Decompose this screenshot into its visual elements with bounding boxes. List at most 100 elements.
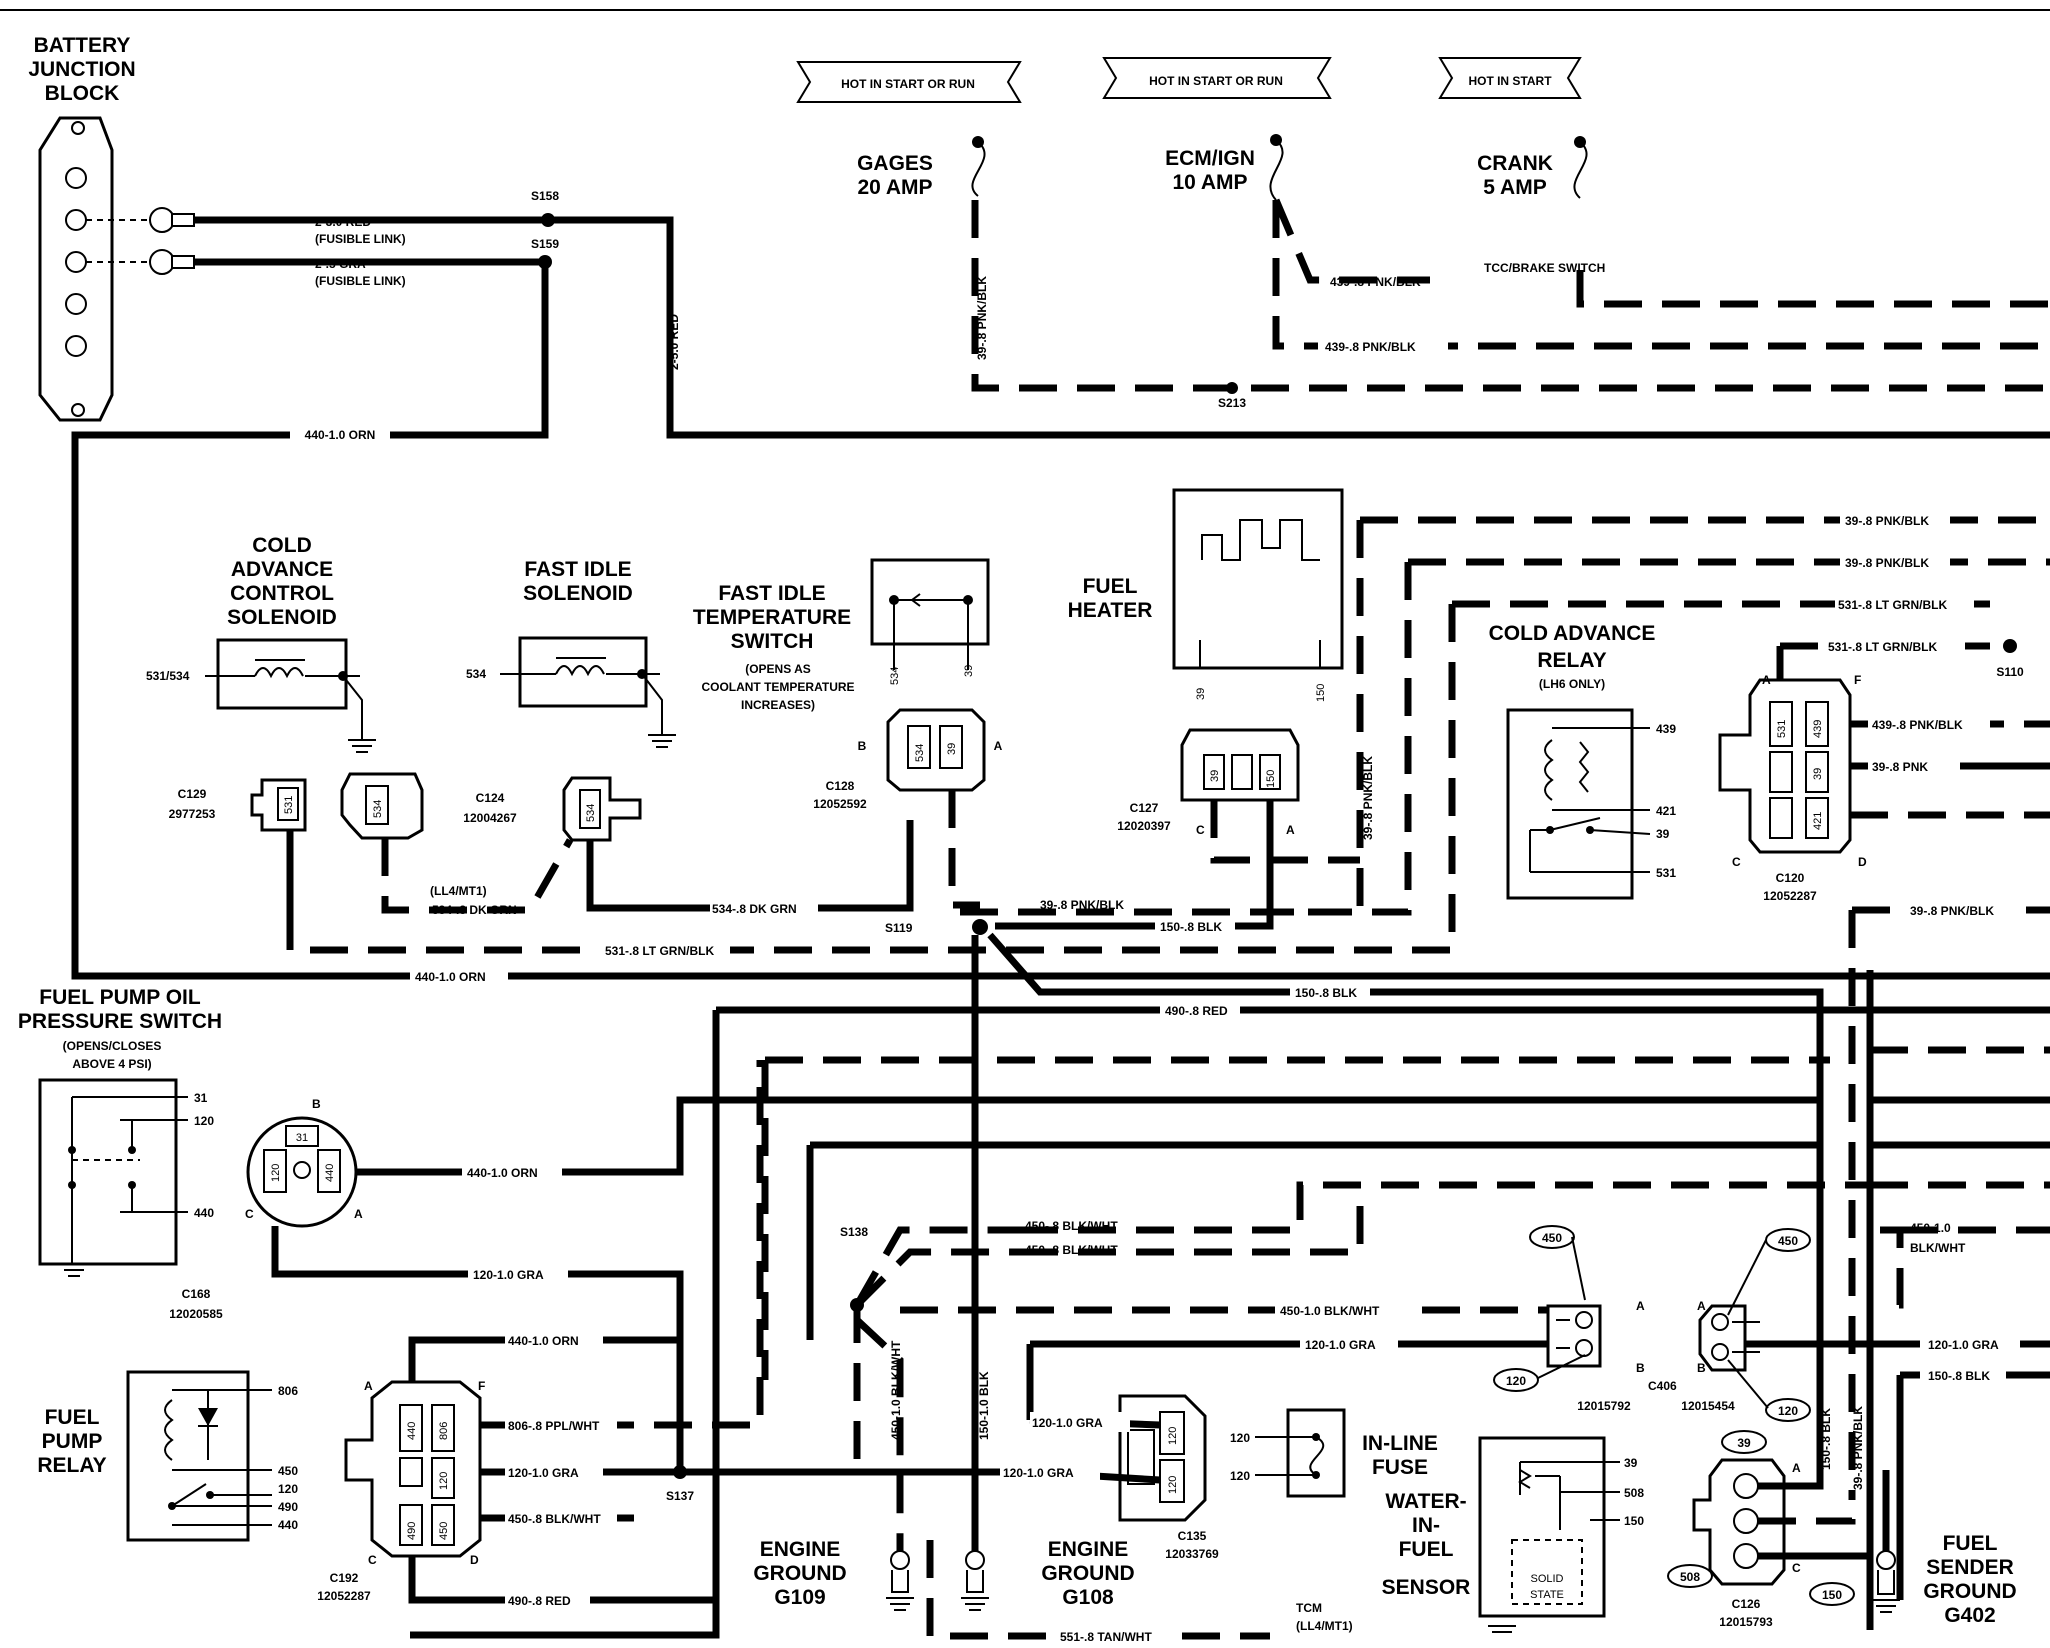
fuse-ecm-rating: 10 AMP bbox=[1172, 171, 1247, 194]
wire-dk-grn-a-label: 534-.8 DK GRN bbox=[432, 903, 517, 917]
g402-label-1: FUEL bbox=[1943, 1532, 1998, 1555]
wire-red-fusible-note: (FUSIBLE LINK) bbox=[315, 232, 406, 246]
battery-block-title-3: BLOCK bbox=[45, 82, 120, 105]
g402-label-3: GROUND bbox=[1923, 1580, 2016, 1603]
wire-orn-mid-label: 440-1.0 ORN bbox=[415, 970, 486, 984]
svg-text:39: 39 bbox=[1812, 768, 1824, 780]
fuse-crank-name: CRANK bbox=[1477, 152, 1553, 175]
connector-c406: 450 120 A B C406 12015792 bbox=[1493, 1225, 1677, 1413]
c168-part: 12020585 bbox=[169, 1307, 223, 1321]
svg-text:120: 120 bbox=[194, 1114, 214, 1128]
g108-label-1: ENGINE bbox=[1048, 1538, 1129, 1561]
svg-text:120: 120 bbox=[1778, 1404, 1798, 1418]
splice-s137 bbox=[673, 1465, 687, 1479]
tcc-switch-label: TCC/BRAKE SWITCH bbox=[1484, 261, 1605, 275]
wire-pnk-ecm-label: 439-.8 PNK/BLK bbox=[1325, 340, 1416, 354]
svg-text:150: 150 bbox=[1315, 684, 1327, 702]
wire-grn-h2-label: 531-.8 LT GRN/BLK bbox=[1828, 640, 1937, 654]
tcm-label: TCM bbox=[1296, 1601, 1322, 1615]
wire-pnk-heater-v-label: 39-.8 PNK/BLK bbox=[1361, 756, 1375, 840]
svg-text:440: 440 bbox=[278, 1518, 298, 1532]
svg-text:SOLID: SOLID bbox=[1530, 1573, 1563, 1585]
fast-idle-pin-label: 534 bbox=[466, 667, 486, 681]
fits-title-2: TEMPERATURE bbox=[693, 606, 851, 629]
cold-adv-solenoid-title-3: CONTROL bbox=[230, 582, 334, 605]
c126-id: C126 bbox=[1732, 1597, 1761, 1611]
cold-adv-solenoid-title-2: ADVANCE bbox=[231, 558, 333, 581]
wire-39-pnk-loop2 bbox=[1270, 562, 1412, 916]
wire-orn-top-label: 440-1.0 ORN bbox=[305, 428, 376, 442]
wire-440-pressure bbox=[356, 1096, 1820, 1176]
wire-blk-150b-label: 150-.8 BLK bbox=[1295, 986, 1357, 1000]
c129-part: 2977253 bbox=[169, 807, 216, 821]
wire-c120-pnk39-label: 39-.8 PNK bbox=[1872, 760, 1928, 774]
svg-text:39: 39 bbox=[946, 743, 958, 755]
fpr-title-2: PUMP bbox=[42, 1430, 103, 1453]
c406-id: C406 bbox=[1648, 1379, 1677, 1393]
wire-gages-39 bbox=[971, 200, 2050, 392]
wire-blkwht-a-label: 450-.8 BLK/WHT bbox=[1025, 1219, 1118, 1233]
wire-v-blkwht-label: 450-1.0 BLK/WHT bbox=[889, 1340, 903, 1440]
svg-text:421: 421 bbox=[1812, 812, 1824, 830]
wire-pnk-s119-label: 39-.8 PNK/BLK bbox=[1040, 898, 1124, 912]
svg-text:B: B bbox=[1636, 1361, 1645, 1375]
svg-text:150: 150 bbox=[1265, 770, 1277, 788]
c135-id: C135 bbox=[1178, 1529, 1207, 1543]
battery-block-title-2: JUNCTION bbox=[28, 58, 135, 81]
connector-c127: 39 150 C A C127 12020397 bbox=[1117, 728, 1300, 837]
svg-text:D: D bbox=[1858, 855, 1867, 869]
wire-c135-gra-a-label: 120-1.0 GRA bbox=[1032, 1416, 1103, 1430]
svg-text:C: C bbox=[1792, 1561, 1801, 1575]
connector-c128: 534 39 B A C128 12052592 bbox=[813, 708, 1003, 811]
fuse-gages-banner: HOT IN START OR RUN bbox=[841, 77, 975, 91]
wire-450-blkwht-a bbox=[1020, 1181, 1870, 1234]
s213-label: S213 bbox=[1218, 396, 1246, 410]
fuse-gages: HOT IN START OR RUN GAGES 20 AMP bbox=[796, 61, 1022, 199]
wire-ecm-439 bbox=[1272, 200, 2050, 350]
svg-text:B: B bbox=[312, 1097, 321, 1111]
wif-label-4: SENSOR bbox=[1382, 1576, 1471, 1599]
g402-label-4: G402 bbox=[1944, 1604, 1995, 1627]
svg-text:534: 534 bbox=[372, 800, 384, 818]
splice-s213 bbox=[1226, 382, 1238, 394]
svg-text:450: 450 bbox=[1778, 1234, 1798, 1248]
svg-text:39: 39 bbox=[1195, 688, 1207, 700]
g108-label-2: GROUND bbox=[1041, 1562, 1134, 1585]
g402-label-2: SENDER bbox=[1926, 1556, 2014, 1579]
c120-part: 12052287 bbox=[1763, 889, 1817, 903]
c124-id: C124 bbox=[476, 791, 505, 805]
s137-label: S137 bbox=[666, 1489, 694, 1503]
fuse-crank-banner: HOT IN START bbox=[1468, 74, 1552, 88]
cold-advance-control-solenoid: COLD ADVANCE CONTROL SOLENOID 531/534 bbox=[146, 534, 376, 753]
fpr-title-3: RELAY bbox=[37, 1454, 106, 1477]
svg-text:439: 439 bbox=[1812, 720, 1824, 738]
svg-text:440: 440 bbox=[194, 1206, 214, 1220]
svg-text:421: 421 bbox=[1656, 804, 1676, 818]
fpops-note-1: (OPENS/CLOSES bbox=[63, 1039, 162, 1053]
fast-idle-solenoid-title-1: FAST IDLE bbox=[524, 558, 631, 581]
c135-part: 12033769 bbox=[1165, 1547, 1219, 1561]
svg-text:806: 806 bbox=[278, 1384, 298, 1398]
svg-text:39: 39 bbox=[1624, 1456, 1638, 1470]
svg-text:F: F bbox=[1854, 673, 1861, 687]
splice-s119 bbox=[972, 919, 988, 935]
wire-c192-blkwht-label: 450-.8 BLK/WHT bbox=[508, 1512, 601, 1526]
svg-text:31: 31 bbox=[194, 1091, 208, 1105]
cold-adv-relay-title-1: COLD ADVANCE bbox=[1489, 622, 1656, 645]
connector-c192: 440 806 120 490 450 A F C D C192 1205228… bbox=[317, 1379, 485, 1603]
connector-c120: 531 439 39 421 A F C D C120 12052287 bbox=[1718, 673, 1867, 903]
svg-text:F: F bbox=[478, 1379, 485, 1393]
fast-idle-solenoid-title-2: SOLENOID bbox=[523, 582, 633, 605]
wire-c192-red-label: 490-.8 RED bbox=[508, 1594, 571, 1608]
svg-text:120: 120 bbox=[438, 1472, 450, 1490]
wire-gra-pressure-label: 120-1.0 GRA bbox=[473, 1268, 544, 1282]
svg-text:508: 508 bbox=[1680, 1570, 1700, 1584]
c128-id: C128 bbox=[826, 779, 855, 793]
svg-text:C: C bbox=[245, 1207, 254, 1221]
svg-text:A: A bbox=[1636, 1299, 1645, 1313]
svg-text:120: 120 bbox=[270, 1164, 282, 1182]
inline-fuse-label-2: FUSE bbox=[1372, 1456, 1428, 1479]
wire-right-blkwht-label: 450-1.0 bbox=[1910, 1221, 1951, 1235]
wire-right-blk-label: 150-.8 BLK bbox=[1928, 1369, 1990, 1383]
splice-s159 bbox=[538, 255, 552, 269]
